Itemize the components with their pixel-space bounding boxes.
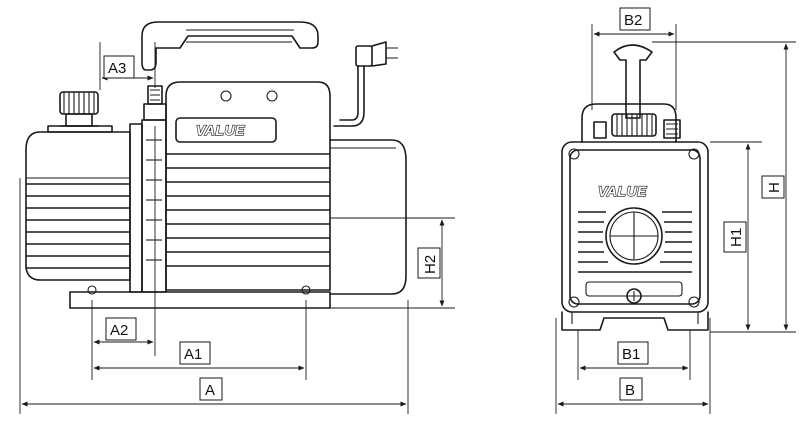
side-view: VALUE [25,21,407,309]
oil-cap [59,91,99,127]
front-fins [578,211,692,273]
svg-text:B1: B1 [622,346,640,363]
front-dimensions [555,24,796,414]
label-B1: B1 [617,341,649,365]
label-H2: H2 [417,247,441,279]
svg-text:H: H [766,182,783,193]
svg-text:A2: A2 [110,322,128,339]
brand-label-side: VALUE [196,122,245,138]
label-H1: H1 [723,221,747,253]
label-A: A [199,377,223,401]
svg-text:H2: H2 [422,255,439,274]
carry-handle [141,21,319,71]
intake-fitting [143,85,167,121]
svg-text:A1: A1 [184,346,202,363]
label-A1: A1 [179,341,211,365]
label-B: B [619,377,643,401]
svg-text:A3: A3 [108,60,126,77]
label-A3: A3 [103,55,135,79]
power-plug [333,41,398,127]
flange [129,119,167,293]
front-oil-cap [593,113,681,139]
motor: VALUE [165,81,407,295]
dimension-labels: A A1 A2 A3 H2 B B1 B2 [103,7,785,401]
side-dimensions [19,42,455,414]
front-view: VALUE [561,44,709,331]
label-A2: A2 [105,317,137,341]
svg-text:A: A [205,382,215,399]
pump-housing [25,125,131,281]
brand-label-front: VALUE [598,183,647,199]
svg-text:B2: B2 [624,12,642,29]
front-handle [613,44,653,119]
svg-text:H1: H1 [728,228,745,247]
label-B2: B2 [619,7,651,31]
label-H: H [761,175,785,199]
svg-text:B: B [625,382,635,399]
